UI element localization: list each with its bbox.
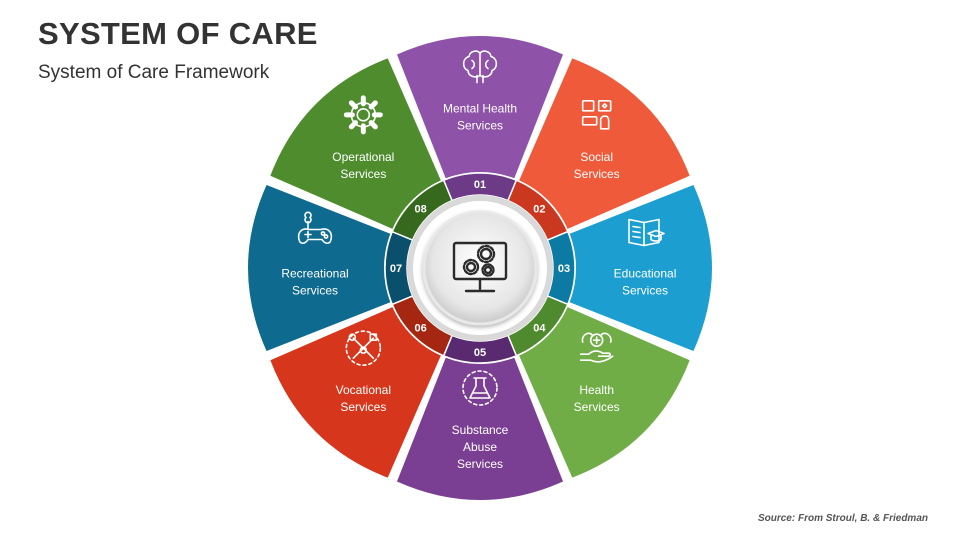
segment-number-01: 01 (474, 179, 486, 191)
brain-icon (462, 50, 498, 84)
segment-number-07: 07 (390, 263, 402, 275)
outer-ring (407, 195, 553, 341)
social-media-icon (581, 100, 612, 130)
tools-icon (345, 330, 382, 366)
gear-icon (343, 95, 383, 135)
segment-number-05: 05 (474, 347, 486, 359)
segment-number-03: 03 (558, 263, 570, 275)
flask-icon (462, 370, 498, 406)
segment-number-04: 04 (533, 322, 546, 334)
hand-health-icon (579, 332, 614, 363)
segment-number-02: 02 (533, 204, 545, 216)
source-note: Source: From Stroul, B. & Friedman (757, 513, 928, 524)
segment-number-06: 06 (414, 322, 426, 334)
segment-number-08: 08 (414, 204, 426, 216)
monitor-gears-icon (452, 241, 508, 293)
game-controller-icon (297, 211, 333, 245)
page-title: SYSTEM OF CARE (38, 16, 318, 51)
book-graduation-cap-icon (628, 218, 665, 247)
page-subtitle: System of Care Framework (38, 62, 270, 83)
center-hub (422, 210, 538, 326)
